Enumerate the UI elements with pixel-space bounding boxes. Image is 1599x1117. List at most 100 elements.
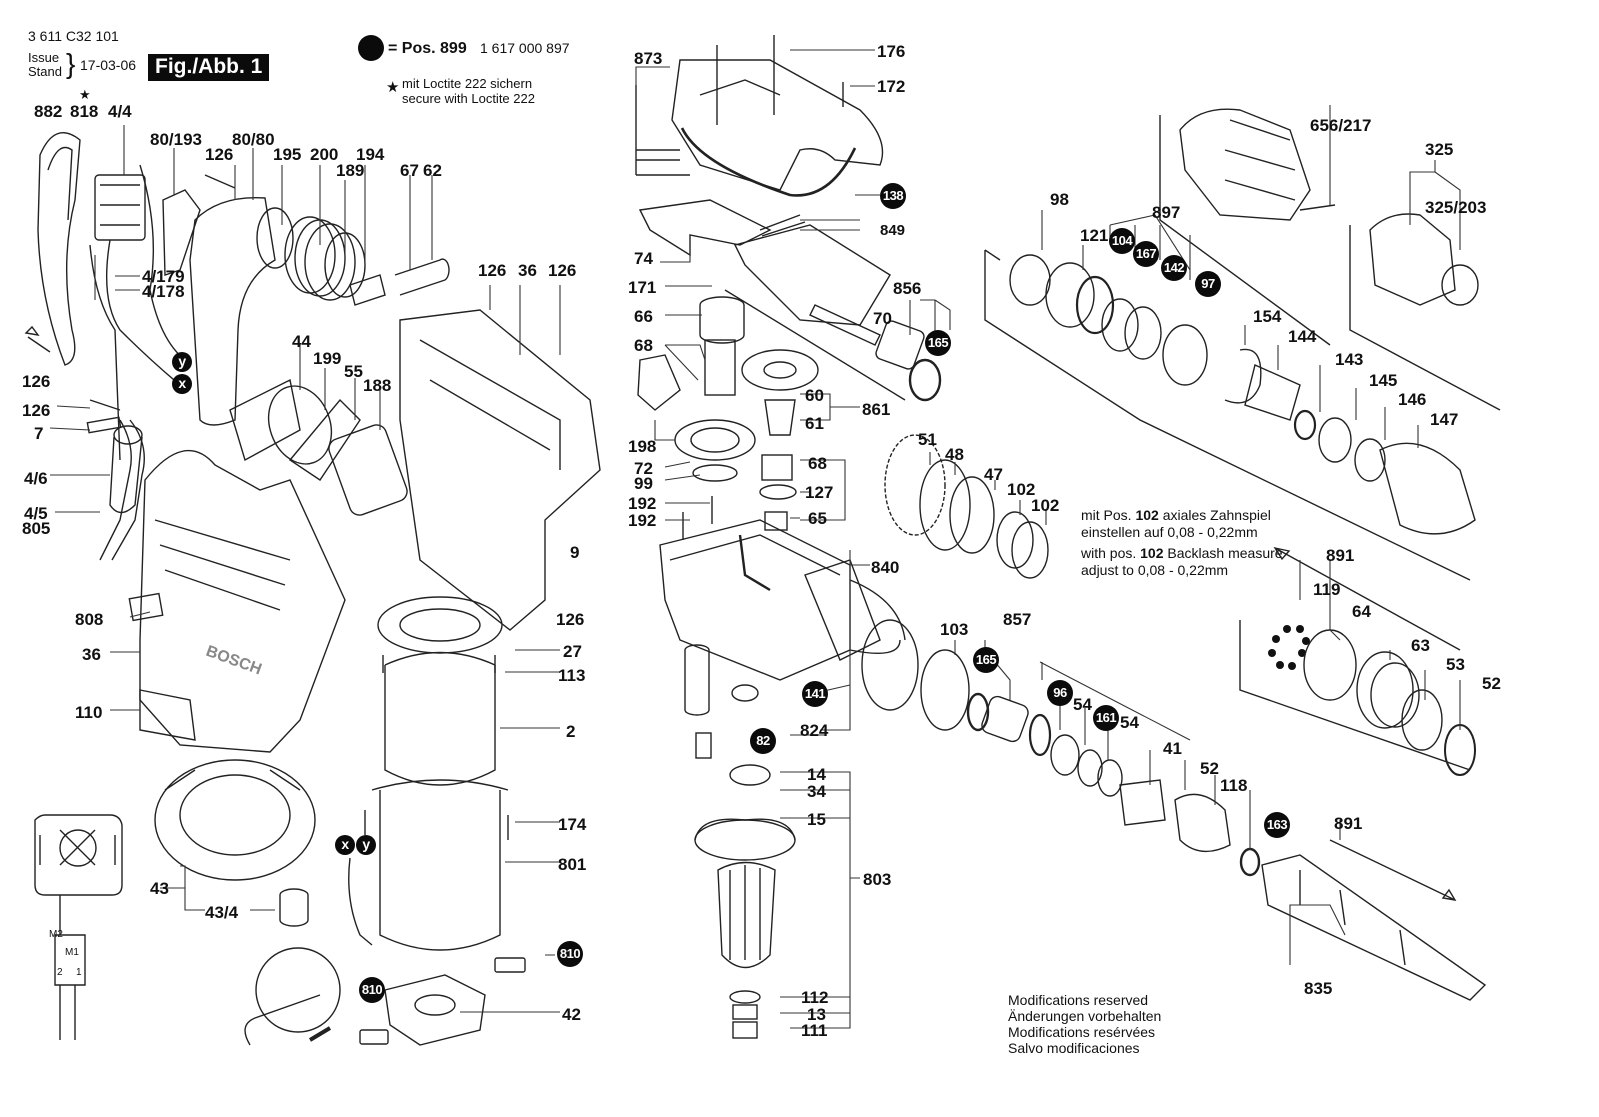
part-label-121: 121 <box>1080 226 1109 245</box>
part-label-849: 849 <box>880 222 906 239</box>
screw-126-top <box>204 174 236 189</box>
stand-label: Stand <box>28 64 62 79</box>
pin-82 <box>695 732 712 759</box>
loctite-note-de: mit Loctite 222 sichern <box>402 76 533 91</box>
screw-113 <box>382 655 496 673</box>
housing-80-80 <box>189 196 276 426</box>
cable-4-179 <box>139 164 186 361</box>
loctite-note-en: secure with Loctite 222 <box>402 91 535 106</box>
part-label-818: 818 <box>70 102 99 121</box>
backlash-note-en-line1: with pos. 102 Backlash measure <box>1081 545 1283 562</box>
bearing-121 <box>1045 262 1095 328</box>
o-ring-165b <box>966 692 990 732</box>
part-label-891: 891 <box>1326 546 1355 565</box>
wire-marker-x: x <box>335 835 355 855</box>
clutch-48 <box>919 459 971 551</box>
plate-74 <box>638 199 772 257</box>
spring-192 <box>682 496 713 540</box>
switch-4-4 <box>94 174 146 241</box>
part-label-7: 7 <box>34 424 44 443</box>
part-label-34: 34 <box>807 782 826 801</box>
gasket-138 <box>680 127 857 197</box>
part-label-194: 194 <box>356 145 385 164</box>
hammer-tube-835 <box>1261 854 1487 1001</box>
fork-198 <box>637 354 681 411</box>
ring-195 <box>256 207 294 269</box>
brush-holder-42 <box>384 974 486 1046</box>
circlip-52 <box>1444 724 1476 776</box>
housing-36-rear <box>399 309 601 631</box>
part-label-176: 176 <box>877 42 906 61</box>
backlash-note-en-line2: adjust to 0,08 - 0,22mm <box>1081 562 1229 578</box>
pin-849 <box>759 214 806 237</box>
part-label-36: 36 <box>82 645 101 664</box>
part-label-126: 126 <box>556 610 585 629</box>
issue-brace: } <box>66 48 76 79</box>
label-808 <box>128 592 164 622</box>
part-label-805: 805 <box>22 519 51 538</box>
modifications-note-fr: Modifications resérvées <box>1008 1024 1156 1040</box>
cable-xy <box>348 857 373 946</box>
star-icon: ★ <box>386 79 400 96</box>
part-label-65: 65 <box>808 509 827 528</box>
part-label-188: 188 <box>363 376 392 395</box>
impact-bolt-118 <box>1174 793 1231 853</box>
adapter-325-203 <box>1441 264 1479 306</box>
o-ring-165 <box>908 358 942 402</box>
washer-54a <box>1050 734 1080 776</box>
part-label-62: 62 <box>423 161 442 180</box>
ring-142 <box>1124 306 1162 360</box>
piston-857 <box>981 695 1029 743</box>
part-97 <box>1162 324 1208 386</box>
part-label-126: 126 <box>22 401 51 420</box>
baffle-27 <box>377 596 503 654</box>
gear-60 <box>741 349 819 391</box>
wiring-label-2: 2 <box>57 967 63 978</box>
part-111 <box>732 1021 758 1039</box>
modifications-note-de: Änderungen vorbehalten <box>1008 1008 1162 1024</box>
part-label-192: 192 <box>628 494 657 513</box>
part-label-99: 99 <box>634 474 653 493</box>
housing-36-front <box>139 449 346 753</box>
gear-cover-873 <box>671 59 884 191</box>
part-13 <box>732 1004 758 1020</box>
bolt-176 <box>716 35 775 125</box>
bushing-65 <box>764 511 788 531</box>
cable-sleeve <box>113 425 143 445</box>
part-badge-82: 82 <box>750 728 776 754</box>
handle-shell-882 <box>37 132 81 366</box>
carbon-brush-b <box>359 1029 389 1045</box>
pinion-61 <box>764 399 796 436</box>
shim-102a <box>996 511 1034 569</box>
washer-99 <box>692 464 738 482</box>
washer-53 <box>1401 689 1443 751</box>
part-label-4-4: 4/4 <box>108 102 132 121</box>
fan-15 <box>694 819 796 861</box>
wiring-diagram <box>34 814 123 896</box>
part-label-110: 110 <box>75 703 103 722</box>
wiring-label-m1: M1 <box>65 947 79 958</box>
arrow-indicator <box>308 1026 332 1042</box>
clamp-7 <box>86 416 122 434</box>
guide-tube-824 <box>684 644 710 716</box>
part-label-54: 54 <box>1073 695 1092 714</box>
part-label-103: 103 <box>940 620 969 639</box>
part-label-126: 126 <box>478 261 507 280</box>
part-label-4-179: 4/179 <box>142 267 185 286</box>
part-label-172: 172 <box>877 77 906 96</box>
part-label-897: 897 <box>1152 203 1181 222</box>
seal-141 <box>731 684 759 702</box>
part-label-102: 102 <box>1031 496 1060 515</box>
sleeve-127 <box>759 484 797 500</box>
part-label-4-5: 4/5 <box>24 504 48 523</box>
cage-47 <box>949 476 995 554</box>
washer-146 <box>1354 438 1386 482</box>
part-badge-167: 167 <box>1133 241 1159 267</box>
carbon-brush-a <box>494 957 526 973</box>
clip-154 <box>1224 348 1262 404</box>
part-label-111: 111 <box>801 1021 828 1040</box>
pos-899-legend: = Pos. 899 <box>388 40 467 57</box>
part-label-43-4: 43/4 <box>205 903 239 922</box>
stator-2 <box>384 665 496 786</box>
arrow-891 <box>1273 546 1461 651</box>
